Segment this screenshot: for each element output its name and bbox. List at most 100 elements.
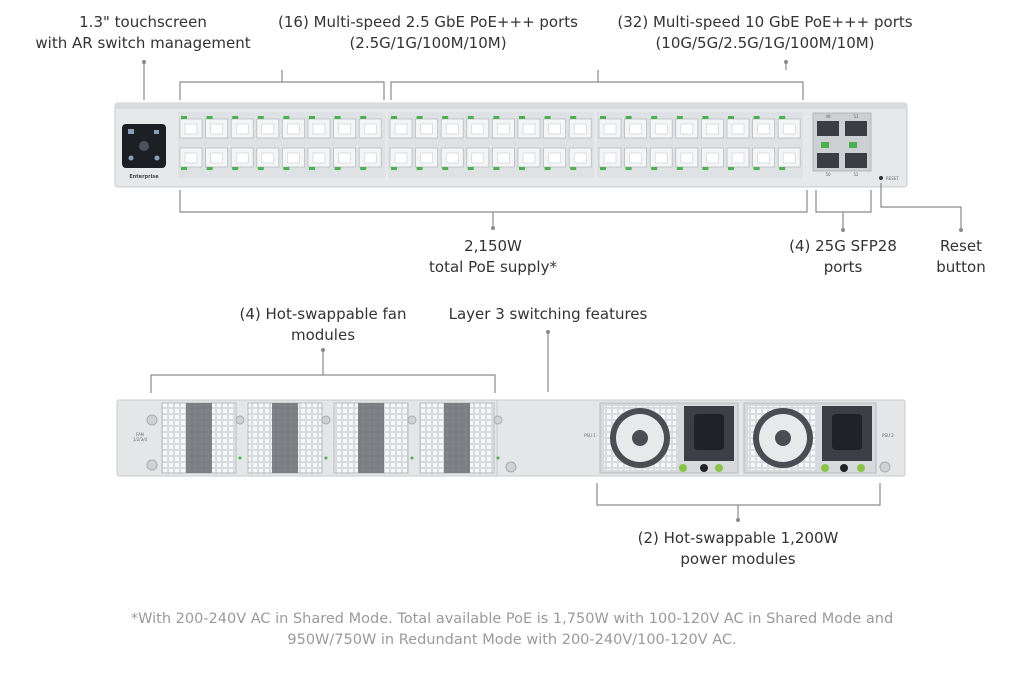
rj45-port — [230, 116, 254, 139]
poe-supply-callout-line1: 2,150W — [464, 237, 522, 255]
rj45-port — [649, 147, 673, 170]
rj45-port — [281, 116, 305, 139]
fan-modules-callout: (4) Hot-swappable fan modules — [213, 304, 433, 346]
rj45-port — [256, 147, 280, 170]
rj45-port — [440, 116, 464, 139]
rj45-port — [307, 116, 331, 139]
ports-2-5g-callout-line1: (16) Multi-speed 2.5 GbE PoE+++ ports — [278, 13, 578, 31]
touchscreen-display — [122, 124, 166, 168]
rj45-port — [543, 147, 566, 170]
rj45-port — [491, 147, 515, 170]
rj45-port — [777, 147, 801, 170]
rj45-port — [543, 116, 566, 139]
reset-label: RESET — [886, 176, 899, 181]
rj45-port — [726, 116, 750, 139]
rj45-port — [333, 116, 357, 139]
rj45-port — [568, 147, 592, 170]
fan-modules — [161, 402, 503, 474]
rj45-port — [726, 147, 750, 170]
brand-label: Enterprise — [129, 174, 159, 180]
fan-module — [419, 402, 503, 474]
rj45-port — [649, 116, 673, 139]
sfp-port-50-label: 50 — [825, 172, 831, 177]
layer3-callout: Layer 3 switching features — [438, 304, 658, 325]
rj45-port — [491, 116, 515, 139]
rj45-port — [517, 147, 541, 170]
power-modules-callout-line1: (2) Hot-swappable 1,200W — [637, 529, 839, 547]
rj45-port — [466, 116, 490, 139]
rj45-port — [598, 147, 622, 170]
reset-callout-line2: button — [936, 258, 986, 276]
touchscreen-callout: 1.3" touchscreen with AR switch manageme… — [18, 12, 268, 54]
fan-module — [333, 402, 417, 474]
sfp-port-51-label: 51 — [853, 114, 859, 119]
rj45-port — [358, 116, 382, 139]
ports-2-5g-callout-line2: (2.5G/1G/100M/10M) — [349, 34, 507, 52]
rj45-port — [307, 147, 331, 170]
rj45-port — [517, 116, 541, 139]
rj45-port — [598, 116, 622, 139]
rj45-port — [415, 116, 439, 139]
psu-2-label: PSU 2 — [882, 433, 894, 438]
ports-2-5g-callout: (16) Multi-speed 2.5 GbE PoE+++ ports (2… — [268, 12, 588, 54]
reset-button-hole — [879, 176, 883, 180]
rj45-port — [752, 147, 775, 170]
fan-module — [161, 402, 245, 474]
rear-callout-lines — [150, 332, 881, 520]
rj45-port — [568, 116, 592, 139]
rj45-port — [752, 116, 775, 139]
sfp-callout: (4) 25G SFP28 ports — [778, 236, 908, 278]
rj45-port — [466, 147, 490, 170]
touchscreen-callout-line1: 1.3" touchscreen — [79, 13, 207, 31]
touchscreen-callout-line2: with AR switch management — [35, 34, 251, 52]
front-callout-lines — [143, 62, 962, 230]
psu-module-1 — [599, 402, 739, 474]
front-panel: Enterprise 49 51 50 52 RESET — [114, 102, 908, 188]
rj45-port — [415, 147, 439, 170]
rj45-port — [256, 116, 280, 139]
rj45-port — [777, 116, 801, 139]
poe-supply-callout-line2: total PoE supply* — [429, 258, 557, 276]
rj45-port — [701, 147, 724, 170]
rj45-port — [389, 147, 413, 170]
rj45-port — [624, 116, 647, 139]
sfp-callout-line2: ports — [823, 258, 863, 276]
ports-10g-callout-line1: (32) Multi-speed 10 GbE PoE+++ ports — [617, 13, 913, 31]
poe-supply-callout: 2,150W total PoE supply* — [413, 236, 573, 278]
sfp-callout-line1: (4) 25G SFP28 — [789, 237, 897, 255]
fan-modules-callout-line1: (4) Hot-swappable fan — [239, 305, 407, 323]
rj45-port — [281, 147, 305, 170]
rj45-port — [624, 147, 647, 170]
rj45-port — [675, 116, 699, 139]
power-modules-callout: (2) Hot-swappable 1,200W power modules — [618, 528, 858, 570]
fan-modules-callout-line2: modules — [290, 326, 356, 344]
reset-callout-line1: Reset — [940, 237, 982, 255]
rj45-port — [701, 116, 724, 139]
rj45-port — [358, 147, 382, 170]
footnote-line1: *With 200-240V AC in Shared Mode. Total … — [130, 611, 894, 627]
rj45-port — [230, 147, 254, 170]
footnote-line2: 950W/750W in Redundant Mode with 200-240… — [287, 632, 737, 648]
fan-number-label: 1/2/3/4 — [133, 437, 148, 442]
rj45-port-grid — [179, 116, 801, 170]
rj45-port — [333, 147, 357, 170]
ports-10g-callout: (32) Multi-speed 10 GbE PoE+++ ports (10… — [600, 12, 930, 54]
layer3-callout-text: Layer 3 switching features — [448, 305, 648, 323]
rj45-port — [179, 116, 203, 139]
rj45-port — [389, 116, 413, 139]
rj45-port — [440, 147, 464, 170]
sfp-cage: 49 51 50 52 — [812, 112, 872, 177]
psu-module-2 — [743, 402, 877, 474]
sfp-port-52-label: 52 — [853, 172, 859, 177]
rj45-port — [179, 147, 203, 170]
reset-callout: Reset button — [921, 236, 1001, 278]
rj45-port — [205, 116, 229, 139]
ports-10g-callout-line2: (10G/5G/2.5G/1G/100M/10M) — [655, 34, 875, 52]
power-modules-callout-line2: power modules — [680, 550, 796, 568]
rj45-port — [675, 147, 699, 170]
psu-1-label: PSU 1 — [584, 433, 596, 438]
sfp-port-49-label: 49 — [825, 114, 831, 119]
fan-module — [247, 402, 331, 474]
